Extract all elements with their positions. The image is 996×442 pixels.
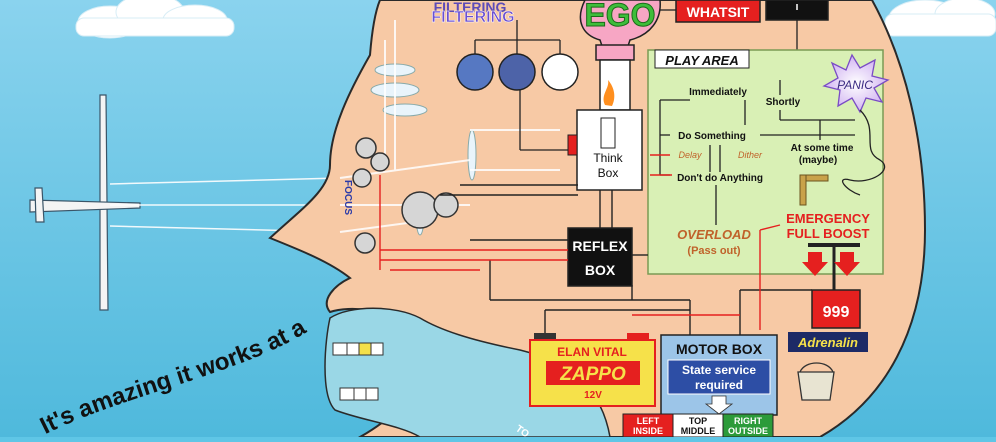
immediately-label: Immediately [689,87,747,98]
wiring-black [440,184,812,335]
outside-label: OUTSIDE [728,426,768,436]
required-label: required [695,378,743,392]
panic-label: PANIC [837,78,873,92]
think-box: Think Box [567,59,643,191]
ego-label: EGO [584,0,655,33]
right-label: RIGHT [734,416,763,426]
top-label: TOP [689,416,707,426]
pass-out-label: (Pass out) [687,245,741,257]
reflex-box-label: BOX [585,262,616,278]
glider-icon [29,94,141,311]
teeth [332,342,384,401]
maybe-label: (maybe) [799,155,837,166]
inside-label: INSIDE [633,426,663,436]
overload-label: OVERLOAD [677,227,751,242]
volts-label: 12V [584,390,602,401]
ego-balloon: EGO [579,0,661,61]
whatsit-label: WHATSIT [687,4,750,20]
panic-burst: PANIC [822,53,890,114]
motor-box: MOTOR BOX State service required [660,334,778,416]
direction-panel: LEFT INSIDE TOP MIDDLE RIGHT OUTSIDE [622,413,774,438]
shortly-label: Shortly [766,97,801,108]
play-area-label: PLAY AREA [665,53,738,68]
delay-label: Delay [678,150,702,160]
pressure-label: 999 [823,304,850,321]
left-label: LEFT [637,416,660,426]
sensor-spheres [456,53,579,91]
whatsit-box: WHATSIT [675,0,829,23]
do-something-label: Do Something [678,131,746,142]
motor-box-label: MOTOR BOX [676,341,763,357]
elan-vital-label: ELAN VITAL [557,345,627,359]
at-some-time-label: At some time [791,143,854,154]
dont-do-label: Don't do Anything [677,173,763,184]
filter-top-label: FILTERING [434,0,507,15]
panic-wire [841,109,886,196]
adrenalin-pump: 999 Adrenalin [788,243,868,401]
filtering-label: FILTERING [431,9,514,26]
adrenalin-label: Adrenalin [797,335,858,350]
gears [352,137,459,254]
dither-label: Dither [738,150,763,160]
state-service-label: State service [682,363,756,377]
cloud-right [884,0,996,37]
clamp-icon [799,174,829,206]
focus-label: FOCUS [342,180,353,215]
cloud-left [75,0,235,39]
wiring-red [379,154,781,330]
think-label: Think [593,151,623,165]
zappo-label: ZAPPO [559,364,626,385]
emergency-label: EMERGENCY [786,211,870,226]
elan-vital-battery: ELAN VITAL ZAPPO 12V [529,333,656,407]
think-box-label: Box [598,166,619,180]
full-boost-label: FULL BOOST [787,226,870,241]
reflex-box: REFLEX BOX [567,227,633,287]
reflex-label: REFLEX [572,238,628,254]
middle-label: MIDDLE [681,426,716,436]
sphere-wiring [474,20,575,151]
